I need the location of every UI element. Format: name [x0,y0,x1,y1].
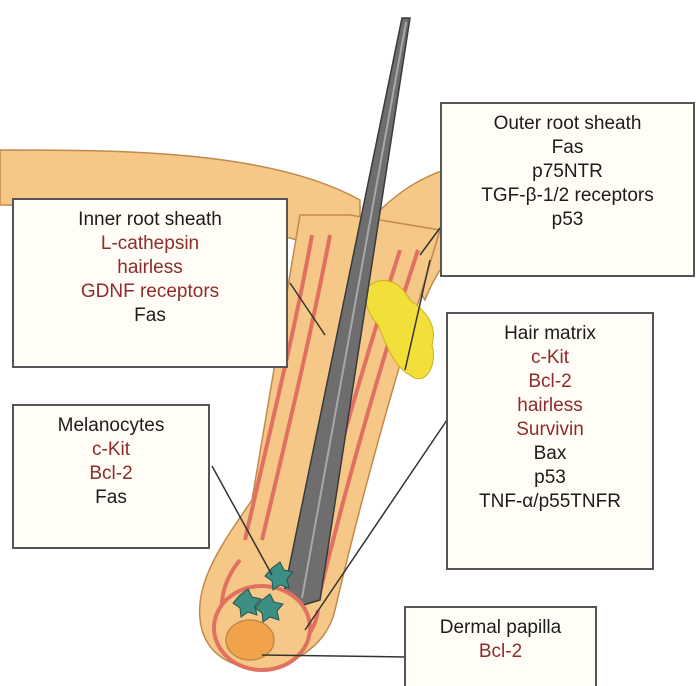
marker-item: p75NTR [442,160,693,184]
marker-item: TGF-β-1/2 receptors [442,184,693,208]
marker-item: hairless [448,394,652,418]
inner-root-sheath-title: Inner root sheath [14,208,286,232]
marker-item: c-Kit [14,438,208,462]
marker-item: Fas [14,304,286,328]
marker-item: Fas [442,136,693,160]
marker-item: GDNF receptors [14,280,286,304]
marker-item: Bcl-2 [406,640,595,664]
marker-item: Bcl-2 [448,370,652,394]
marker-item: Fas [14,486,208,510]
melanocytes-title: Melanocytes [14,414,208,438]
marker-item: Bcl-2 [14,462,208,486]
marker-item: Bax [448,442,652,466]
dermal-papilla-title: Dermal papilla [406,616,595,640]
marker-item: hairless [14,256,286,280]
melanocytes-label: Melanocytes c-Kit Bcl-2 Fas [12,404,210,549]
outer-root-sheath-label: Outer root sheath Fas p75NTR TGF-β-1/2 r… [440,102,695,277]
hair-matrix-title: Hair matrix [448,322,652,346]
marker-item: TNF-α/p55TNFR [448,490,652,514]
hair-matrix-label: Hair matrix c-Kit Bcl-2 hairless Survivi… [446,312,654,570]
marker-item: L-cathepsin [14,232,286,256]
marker-item: Survivin [448,418,652,442]
marker-item: p53 [442,208,693,232]
marker-item: c-Kit [448,346,652,370]
inner-root-sheath-label: Inner root sheath L-cathepsin hairless G… [12,198,288,368]
dermal-papilla-shape [226,620,274,660]
marker-item: p53 [448,466,652,490]
dermal-papilla-label: Dermal papilla Bcl-2 [404,606,597,686]
outer-root-sheath-title: Outer root sheath [442,112,693,136]
